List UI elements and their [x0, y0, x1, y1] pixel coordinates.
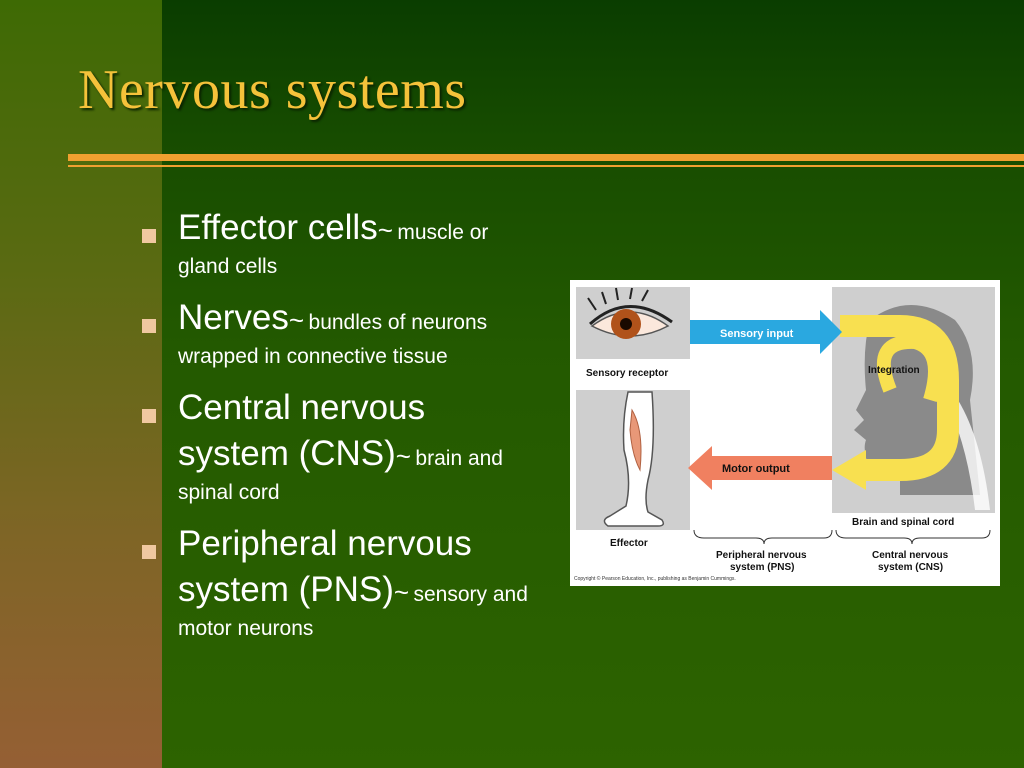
- figure-diagram: Sensory input Motor output Integration S…: [574, 287, 995, 582]
- brain-spinal-cord-label: Brain and spinal cord: [852, 517, 954, 528]
- cns-label-line2: system (CNS): [878, 562, 943, 573]
- slide-title: Nervous systems: [78, 59, 467, 121]
- bullet-square-icon: [142, 229, 156, 243]
- bullet-separator: ~: [377, 215, 393, 245]
- title-rule-thick: [68, 154, 1024, 161]
- bullet-separator: ~: [393, 577, 410, 607]
- bullet-term: Nerves: [178, 298, 289, 337]
- pns-label-line1: Peripheral nervous: [716, 550, 807, 561]
- eye-icon: [587, 287, 673, 339]
- title-rule-thin: [68, 165, 1024, 167]
- bullet-square-icon: [142, 409, 156, 423]
- bullet-cns: Central nervous system (CNS)~ brain and …: [142, 385, 542, 509]
- leg-icon: [603, 391, 665, 527]
- bullet-list: Effector cells~ muscle or gland cells Ne…: [142, 205, 542, 657]
- motor-output-arrow: [688, 446, 832, 490]
- bullet-separator: ~: [395, 441, 411, 471]
- bullet-description: brain and spinal cord: [178, 447, 503, 504]
- bullet-effector-cells: Effector cells~ muscle or gland cells: [142, 205, 542, 283]
- pns-brace: [693, 529, 833, 545]
- copyright-text: Copyright © Pearson Education, Inc., pub…: [574, 575, 736, 582]
- integration-loop-icon: [832, 315, 959, 490]
- cns-label-line1: Central nervous: [872, 550, 949, 561]
- pns-label-line2: system (PNS): [730, 562, 794, 573]
- bullet-term: Peripheral nervous system (PNS): [178, 524, 472, 609]
- bullet-pns: Peripheral nervous system (PNS)~ sensory…: [142, 521, 542, 645]
- bullet-nerves: Nerves~ bundles of neurons wrapped in co…: [142, 295, 542, 373]
- integration-label: Integration: [868, 365, 920, 376]
- motor-output-label: Motor output: [722, 463, 790, 475]
- bullet-description: muscle or gland cells: [178, 221, 489, 278]
- sensory-input-label: Sensory input: [720, 328, 794, 340]
- bullet-square-icon: [142, 319, 156, 333]
- effector-label: Effector: [610, 538, 648, 549]
- side-strip: [0, 0, 162, 768]
- bullet-term: Central nervous system (CNS): [178, 388, 426, 473]
- bullet-square-icon: [142, 545, 156, 559]
- bullet-description: sensory and motor neurons: [178, 583, 528, 640]
- bullet-separator: ~: [288, 305, 305, 335]
- cns-brace: [835, 529, 991, 545]
- bullet-description: bundles of neurons wrapped in connective…: [178, 311, 488, 368]
- sensory-receptor-label: Sensory receptor: [586, 368, 668, 379]
- nervous-system-figure: Sensory input Motor output Integration S…: [570, 280, 1000, 586]
- bullet-term: Effector cells: [178, 208, 378, 247]
- sensory-input-arrow: [690, 310, 842, 354]
